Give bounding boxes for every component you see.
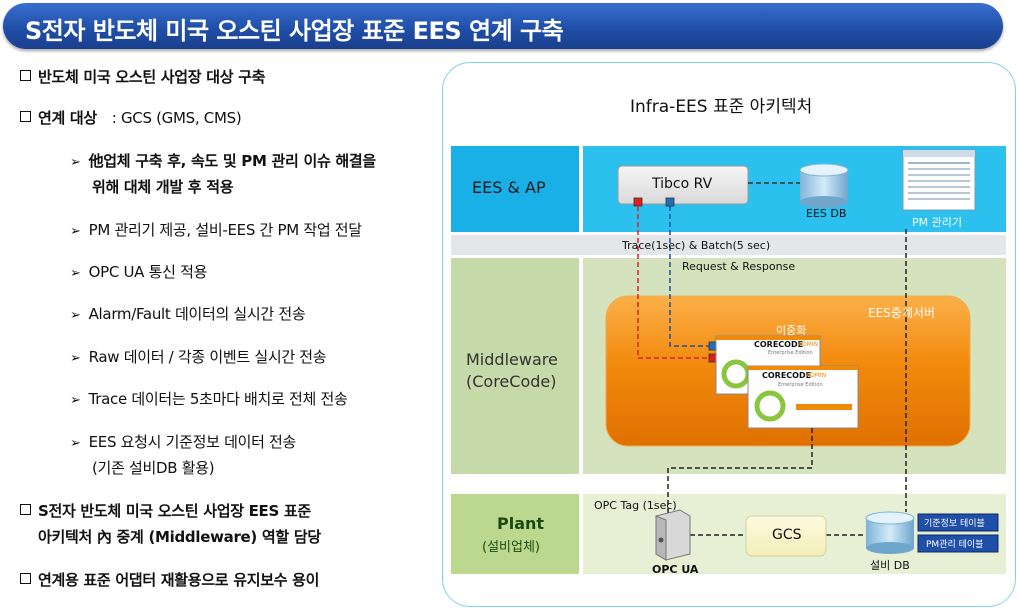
sub-bullet-1: ➢他업체 구축 후, 속도 및 PM 관리 이슈 해결을	[70, 152, 376, 170]
arrow-icon: ➢	[70, 224, 81, 239]
bullet-4: 연계용 표준 어댑터 재활용으로 유지보수 용이	[20, 569, 319, 590]
std-table-box	[917, 513, 999, 532]
opc-tag-label: OPC Tag (1sec)	[594, 499, 677, 512]
arrow-icon: ➢	[70, 436, 81, 451]
corecode-title-2: CORECODE	[762, 371, 812, 380]
corecode-edition-2: Enterprise Edition	[778, 382, 823, 388]
tibco-rv-box	[617, 165, 749, 205]
checkbox-icon	[20, 111, 31, 122]
diagram-title: Infra-EES 표준 아키텍처	[630, 97, 813, 117]
corecode-admin-2: ADMIN	[806, 372, 827, 379]
plant-label: Plant	[497, 514, 545, 533]
ees-layer-label: EES & AP	[472, 178, 546, 197]
corecode-title-1: CORECODE	[754, 340, 804, 349]
sub-bullet-5: ➢Raw 데이터 / 각종 이벤트 실시간 전송	[70, 348, 327, 366]
arrow-icon: ➢	[70, 308, 81, 323]
corecode-edition-1: Enterprise Edition	[768, 350, 813, 356]
equip-db-label: 설비 DB	[870, 559, 910, 572]
plant-sub-label: (설비업체)	[482, 540, 540, 555]
title-banner: S전자 반도체 미국 오스틴 사업장 표준 EES 연계 구축	[3, 3, 1003, 49]
pm-manager-screen-icon	[902, 149, 976, 211]
pm-table-box	[917, 534, 999, 553]
opc-ua-label: OPC UA	[652, 563, 699, 576]
pm-manager-label: PM 관리기	[912, 216, 962, 229]
ees-db-icon	[799, 163, 849, 208]
sub-bullet-4: ➢Alarm/Fault 데이터의 실시간 전송	[70, 305, 306, 323]
middleware-sub-label: (CoreCode)	[466, 372, 557, 391]
middleware-label-bg	[451, 258, 579, 474]
sub-bullet-6: ➢Trace 데이터는 5초마다 배치로 전체 전송	[70, 390, 348, 408]
gcs-label: GCS	[772, 527, 802, 543]
redundancy-label: 이중화	[776, 324, 807, 337]
checkbox-icon	[20, 504, 31, 515]
arrow-icon: ➢	[70, 351, 81, 366]
req-resp-label: Request & Response	[682, 260, 796, 273]
bullet-3-cont: 아키텍처 內 중계 (Middleware) 역할 담당	[38, 528, 321, 546]
sub-bullet-2: ➢PM 관리기 제공, 설비-EES 간 PM 작업 전달	[70, 221, 362, 239]
opc-server-icon	[655, 509, 691, 561]
bullet-1: 반도체 미국 오스틴 사업장 대상 구축	[20, 66, 265, 87]
trace-strip	[451, 235, 1006, 255]
corecode-opc-link	[667, 428, 813, 514]
sub-bullet-3: ➢OPC UA 통신 적용	[70, 263, 208, 281]
bullet-3: S전자 반도체 미국 오스틴 사업장 EES 표준	[20, 500, 311, 521]
arrow-icon: ➢	[70, 155, 81, 170]
corecode-admin-1: ADMIN	[798, 341, 819, 348]
trace-batch-label: Trace(1sec) & Batch(5 sec)	[622, 239, 771, 252]
ees-db-label: EES DB	[806, 207, 847, 220]
std-table-label: 기준정보 테이블	[924, 519, 985, 529]
sub-bullet-1-cont: 위해 대체 개발 후 적용	[92, 178, 234, 196]
plant-label-bg	[451, 494, 579, 574]
bullet-2: 연계 대상 : GCS (GMS, CMS)	[20, 107, 242, 128]
red-port	[633, 197, 643, 207]
tibco-label: Tibco RV	[652, 176, 713, 192]
corecode-window-2	[747, 365, 859, 429]
relay-server-label: EES중계서버	[868, 306, 935, 320]
sub-bullet-7: ➢EES 요청시 기준정보 데이터 전송	[70, 433, 297, 451]
equip-db-icon	[865, 511, 915, 554]
ees-layer-label-bg	[451, 146, 579, 232]
blue-port	[665, 197, 675, 207]
gcs-box	[745, 515, 827, 557]
arrow-icon: ➢	[70, 266, 81, 281]
alarm-link	[637, 206, 712, 359]
checkbox-icon	[20, 573, 31, 584]
request-link	[669, 206, 712, 347]
sub-bullet-7-cont: (기존 설비DB 활용)	[92, 459, 215, 477]
arrow-icon: ➢	[70, 393, 81, 408]
page-title: S전자 반도체 미국 오스틴 사업장 표준 EES 연계 구축	[25, 17, 564, 45]
checkbox-icon	[20, 70, 31, 81]
pm-table-label: PM관리 테이블	[926, 540, 984, 550]
middleware-label: Middleware	[466, 350, 558, 369]
